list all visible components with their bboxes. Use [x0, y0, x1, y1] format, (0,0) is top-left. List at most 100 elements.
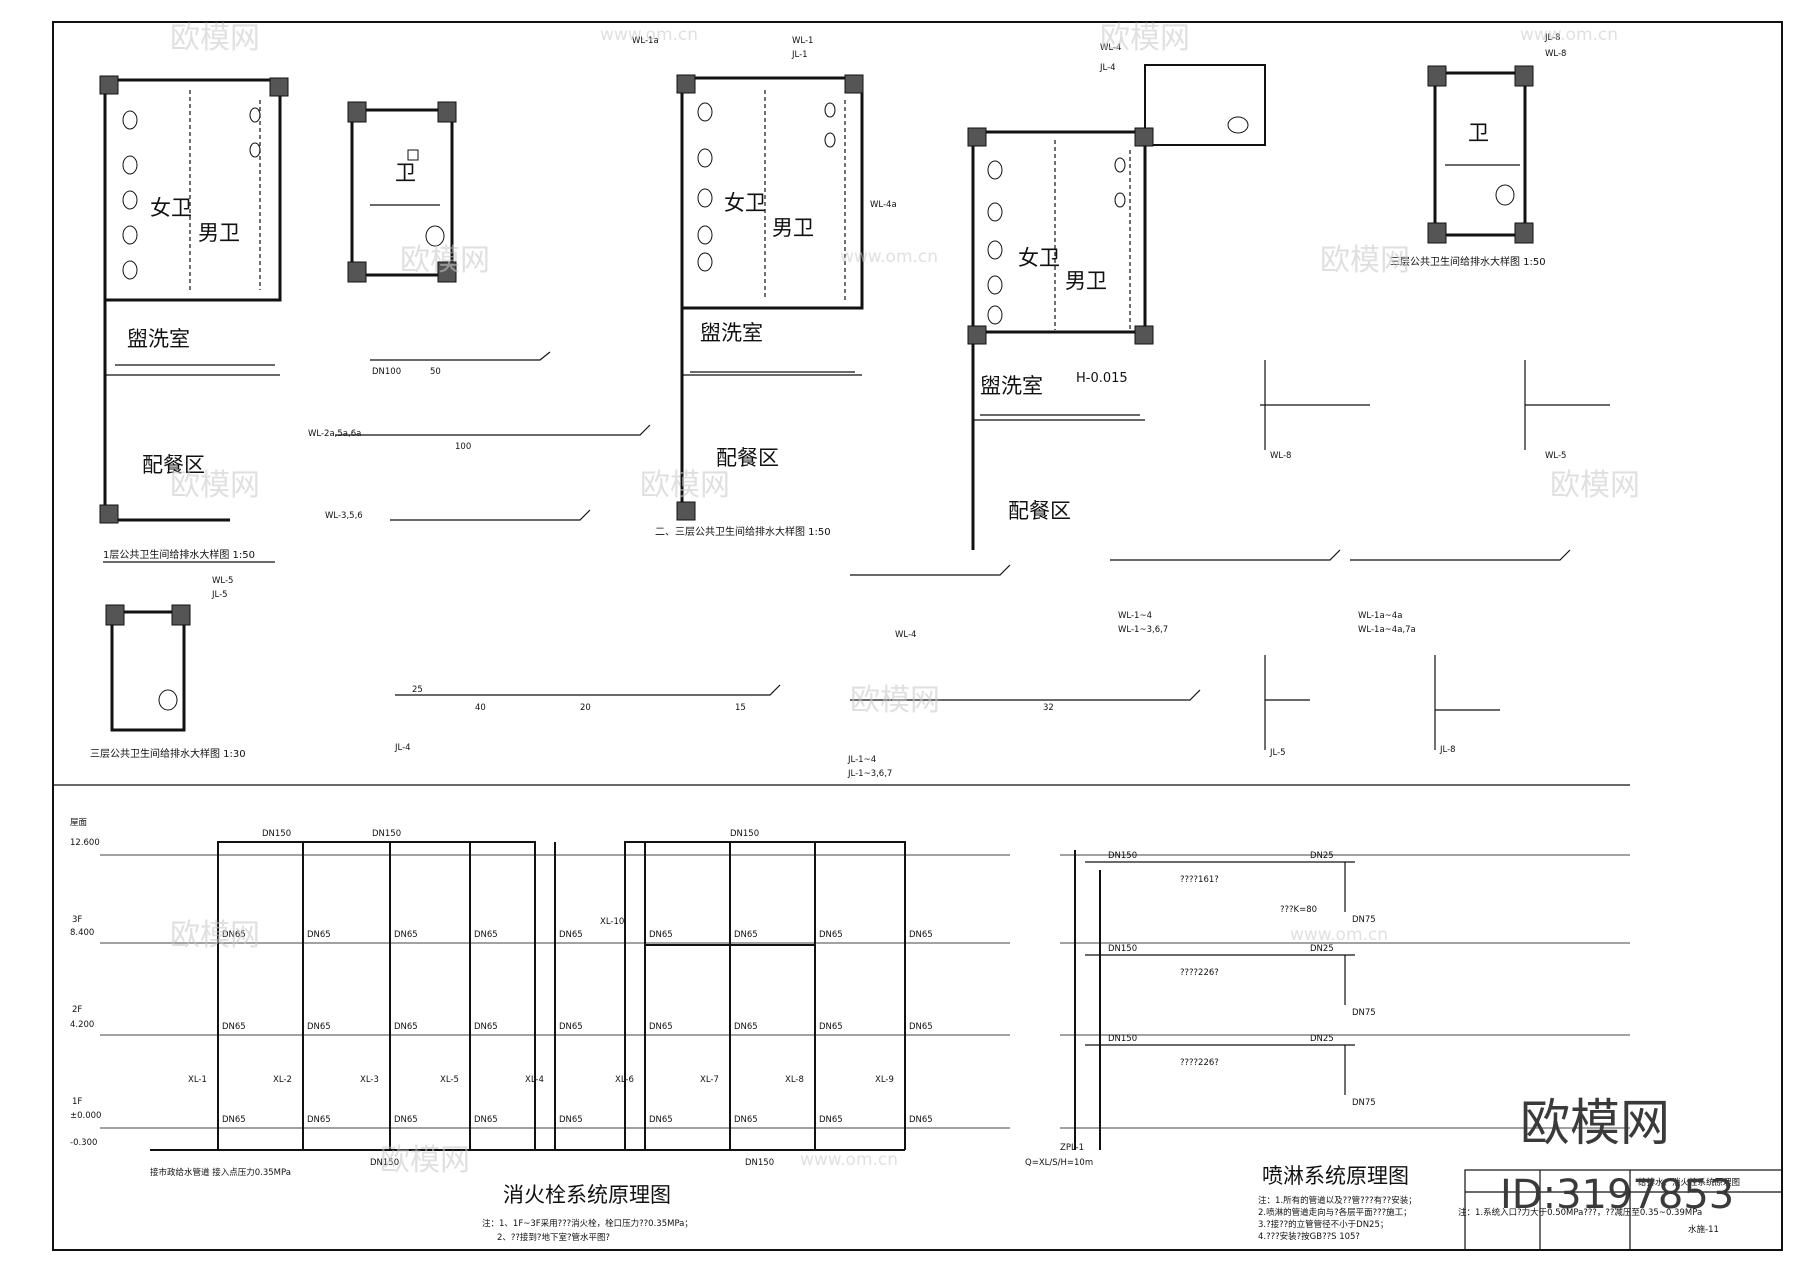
elev-2f: 4.200 — [70, 1020, 94, 1030]
spr-branch-size: DN25 — [1310, 944, 1334, 954]
hydrant-size: DN65 — [734, 930, 758, 940]
hydrant-size: DN65 — [909, 930, 933, 940]
wm-10: 欧模网 — [380, 1143, 470, 1178]
spr-riser-tag: ZPL-1 — [1060, 1143, 1084, 1153]
plan-small-wc-2: 三层公共卫生间给排水大样图 1:30 WL-5 JL-5 — [90, 576, 246, 760]
isometrics: WL-2a,5a,6a WL-3,5,6 WL-4 WL-1~4 WL-1~3,… — [308, 351, 1610, 779]
fire-riser-label: XL-9 — [875, 1075, 894, 1085]
wm-url-2: www.om.cn — [1520, 25, 1618, 45]
iso-size-4: 25 — [412, 685, 423, 695]
fire-note-2: 2、??接到?地下室?管水平图? — [497, 1232, 610, 1243]
hydrant-size: DN65 — [394, 1115, 418, 1125]
iso-label-7: WL-1a~4a,7a — [1358, 625, 1416, 635]
spr-main-size: DN150 — [1108, 1034, 1137, 1044]
iso-size-7: 32 — [1043, 703, 1054, 713]
hydrant-size: DN65 — [474, 1115, 498, 1125]
hydrant-size: DN65 — [819, 930, 843, 940]
room-women-3: 女卫 — [1018, 246, 1060, 270]
wm-url-1: www.om.cn — [600, 25, 698, 45]
hydrant-size: DN65 — [222, 930, 246, 940]
room-serving: 配餐区 — [142, 453, 205, 477]
caption-plan3: 三层公共卫生间给排水大样图 1:30 — [90, 747, 246, 760]
hydrant-size: DN65 — [649, 930, 673, 940]
spr-note-3: 3.?接??的立管管径不小于DN25； — [1258, 1219, 1388, 1230]
fire-system: 屋面 12.600 3F 8.400 2F 4.200 1F ±0.000 -0… — [70, 818, 1010, 1243]
wm-7: 欧模网 — [1550, 468, 1640, 503]
iso-label-4: WL-1~4 — [1118, 611, 1152, 621]
elevation-mark: H-0.015 — [1076, 371, 1128, 386]
titleblock-note: 注：1.系统入口?力大于0.50MPa???，??减压至0.35~0.39MPa — [1458, 1207, 1702, 1218]
iso-label-13: JL-5 — [1269, 748, 1286, 758]
spr-branch-note: ????226? — [1180, 968, 1219, 978]
room-women: 女卫 — [150, 196, 192, 220]
hydrant-size: DN65 — [474, 930, 498, 940]
iso-size-1: DN100 — [372, 367, 401, 377]
wm-8: 欧模网 — [850, 683, 940, 718]
hydrant-size: DN65 — [909, 1115, 933, 1125]
elev-basement: -0.300 — [70, 1138, 97, 1148]
hydrant-size: DN65 — [307, 930, 331, 940]
elev-3f: 8.400 — [70, 928, 94, 938]
hydrant-size: DN65 — [734, 1115, 758, 1125]
spr-drain-size: DN75 — [1352, 1008, 1376, 1018]
hydrant-size: DN65 — [649, 1115, 673, 1125]
hydrant-size: DN65 — [649, 1022, 673, 1032]
brand-logo: 欧模网 — [1520, 1094, 1670, 1152]
iso-label-6: WL-1a~4a — [1358, 611, 1402, 621]
fire-riser-label: XL-2 — [273, 1075, 292, 1085]
caption-plan1: 1层公共卫生间给排水大样图 1:50 — [103, 548, 255, 561]
hydrant-size: DN65 — [222, 1115, 246, 1125]
fire-note-1: 注：1、1F~3F采用???消火栓，栓口压力??0.35MPa； — [482, 1218, 693, 1229]
hydrant-size: DN65 — [394, 1022, 418, 1032]
spr-branch-note: ????161? — [1180, 875, 1219, 885]
hydrant-size: DN65 — [909, 1022, 933, 1032]
room-washroom: 盥洗室 — [127, 327, 190, 351]
fire-riser-label: XL-3 — [360, 1075, 379, 1085]
iso-label-12: JL-1~3,6,7 — [847, 769, 892, 779]
room-serving-3: 配餐区 — [1008, 499, 1071, 523]
wm-1: 欧模网 — [170, 21, 260, 56]
room-washroom-3: 盥洗室 — [980, 374, 1043, 398]
tag-wl5: WL-5 — [212, 576, 233, 586]
sheet-border — [52, 21, 1783, 1251]
iso-size-5: 20 — [580, 703, 591, 713]
titleblock-drawing-no: 水施-11 — [1688, 1224, 1719, 1235]
floor-roof: 屋面 — [70, 818, 88, 828]
tag-wl4a: WL-4a — [870, 200, 897, 210]
iso-label-5: WL-1~3,6,7 — [1118, 625, 1168, 635]
fire-main-size-4: DN150 — [372, 829, 401, 839]
spr-branch-size: DN25 — [1310, 851, 1334, 861]
hydrant-size: DN65 — [222, 1022, 246, 1032]
fire-riser-label: XL-5 — [440, 1075, 459, 1085]
fire-riser-label: XL-7 — [700, 1075, 719, 1085]
wm-3: 欧模网 — [400, 243, 490, 278]
fire-main-size-3: DN150 — [262, 829, 291, 839]
tag-wl4: WL-4 — [1100, 43, 1121, 53]
brand-id: ID:3197853 — [1500, 1172, 1734, 1218]
spr-note-1: 注：1.所有的管道以及??管???有??安装； — [1258, 1195, 1417, 1206]
iso-size-3: 100 — [455, 442, 471, 452]
fire-inlet-tag: XL-10 — [600, 917, 624, 927]
tag-wl1: WL-1 — [792, 36, 813, 46]
hydrant-size: DN65 — [307, 1022, 331, 1032]
wm-5: 欧模网 — [170, 468, 260, 503]
spr-branch-note: ????226? — [1180, 1058, 1219, 1068]
spr-drain-size: DN75 — [1352, 915, 1376, 925]
wm-2: 欧模网 — [1100, 21, 1190, 56]
hydrant-size: DN65 — [559, 1115, 583, 1125]
tag-jl5: JL-5 — [211, 590, 228, 600]
hydrant-size: DN65 — [559, 930, 583, 940]
fire-riser-label: XL-8 — [785, 1075, 804, 1085]
iso-label-14: JL-8 — [1439, 745, 1456, 755]
spr-branch-size: DN25 — [1310, 1034, 1334, 1044]
fire-riser-label: XL-1 — [188, 1075, 207, 1085]
spr-note-2: 2.喷淋的管道走向与?各层平面???施工； — [1258, 1207, 1412, 1218]
hydrant-size: DN65 — [394, 930, 418, 940]
plan-4: 卫 三层公共卫生间给排水大样图 1:50 JL-8 WL-8 — [1390, 33, 1566, 268]
spr-drain-size: DN75 — [1352, 1098, 1376, 1108]
floor-1f: 1F — [72, 1097, 82, 1107]
room-wc-4: 卫 — [1468, 121, 1489, 145]
fire-inlet-note: 接市政给水管道 接入点压力0.35MPa — [150, 1167, 291, 1178]
hydrant-size: DN65 — [474, 1022, 498, 1032]
